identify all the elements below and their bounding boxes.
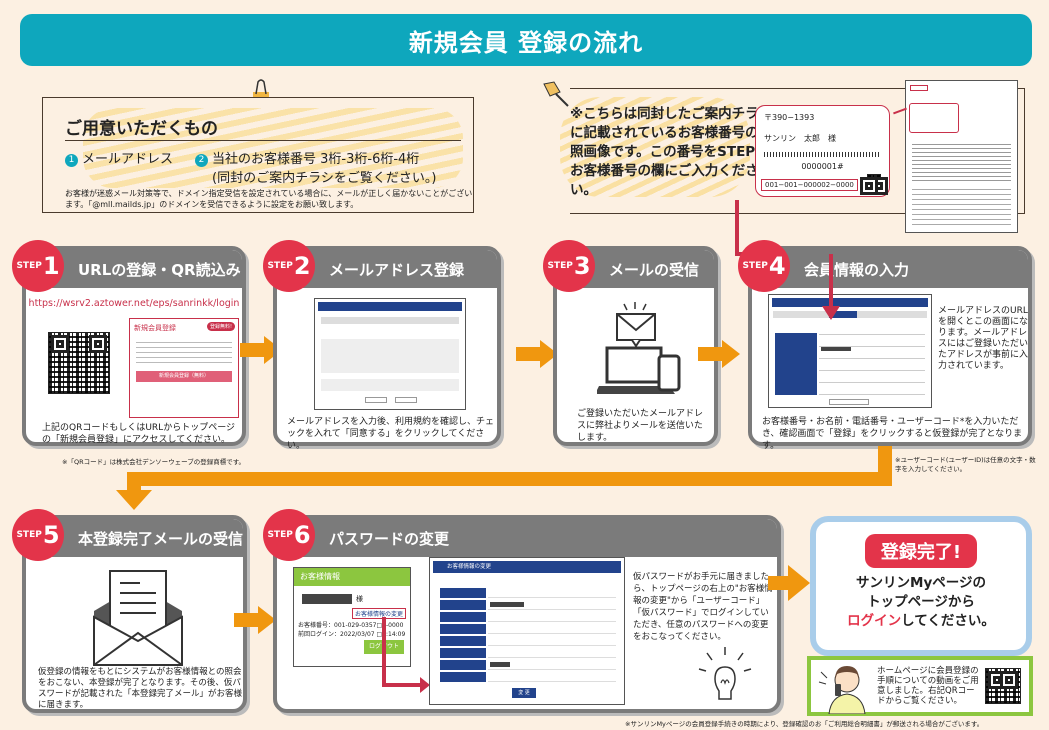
step-title: 会員情報の入力: [752, 250, 1028, 288]
step-caption: メールアドレスを入力後、利用規約を確認し、チェックを入れて「同意する」をクリック…: [287, 417, 495, 451]
qr-trademark-note: ※「QRコード」は株式会社デンソーウェーブの登録商標です。: [62, 458, 246, 466]
usercode-note: ※ユーザーコード(ユーザーID)は任意の文字・数字を入力してください。: [895, 456, 1036, 473]
step-title: パスワードの変更: [277, 519, 777, 557]
complete-line3: してください。: [901, 613, 995, 629]
bottom-note: ※サンリンMyページの会員登録手続きの時期により、登録確認のお「ご利用総合明細書…: [625, 720, 984, 728]
step-caption: 上記のQRコードもしくはURLからトップページの「新規会員登録」にアクセスしてく…: [42, 423, 236, 445]
signup-mock: 新規会員登録 登録無料! 新規会員登録（無料）: [129, 318, 239, 418]
change-submit-button[interactable]: 変 更: [512, 688, 536, 698]
step-caption: お客様番号・お名前・電話番号・ユーザーコード*を入力いただき、確認画面で「登録」…: [762, 417, 1023, 451]
step6-side-note: 仮パスワードがお手元に届きましたら、トップページの右上の"お客様情報の変更"から…: [633, 572, 773, 642]
lightbulb-icon: [697, 645, 753, 709]
member-form-mock: [768, 294, 932, 408]
step-caption: 仮登録の情報をもとにシステムがお客様情報との照会をおこない、本登録が完了となりま…: [38, 667, 243, 710]
step-4-card: 会員情報の入力 メールアドレスのURLを開くとこの画面になります。メールアドレス…: [748, 246, 1032, 451]
video-qr-code[interactable]: [985, 668, 1021, 704]
qr-code: [48, 332, 110, 394]
complete-badge: 登録完了!: [864, 534, 978, 568]
barcode: [764, 152, 881, 157]
video-guide-text: ホームページに会員登録の手順についての動画をご用意しました。右記QRコードからご…: [877, 666, 979, 706]
change-info-form-mock: お客様情報の変更 変 更: [429, 557, 625, 705]
reference-box: ※こちらは同封したご案内チラシに記載されているお客様番号の参照画像です。この番号…: [560, 88, 1025, 214]
ref-serial: 0000001#: [801, 162, 844, 171]
arrow-icon: [768, 565, 810, 601]
page-title: 新規会員 登録の流れ: [20, 14, 1032, 66]
qr-code: [860, 174, 888, 195]
complete-line2: トップページから: [867, 594, 975, 610]
customer-info-mock: お客様情報 様 お客様情報の変更 お客様番号：001-029-0357□5-00…: [293, 567, 411, 667]
arrow-icon: [234, 606, 276, 634]
step-caption: ご登録いただいたメールアドレスに弊社よりメールを送信いたします。: [577, 409, 704, 443]
step-title: メールアドレス登録: [277, 250, 497, 288]
envelope-letter-icon: [90, 567, 186, 671]
step-1-card: URLの登録・QR読込み https://wsrv2.aztower.net/e…: [22, 246, 246, 446]
login-url[interactable]: https://wsrv2.aztower.net/eps/sanrinkk/l…: [28, 298, 240, 309]
ref-name: サンリン 太郎 様: [764, 134, 836, 143]
video-guide-box: ホームページに会員登録の手順についての動画をご用意しました。右記QRコードからご…: [807, 656, 1033, 716]
ref-zip: 〒390−1393: [764, 113, 815, 122]
arrow-icon: [698, 340, 740, 368]
email-form-mock: [314, 298, 466, 410]
prepare-note: お客様が迷惑メール対策等で、ドメイン指定受信を設定されている場合に、メールが正し…: [65, 189, 473, 209]
person-with-phone-icon: [817, 662, 873, 717]
step4-side-note: メールアドレスのURLを開くとこの画面になります。メールアドレスにはご登録いただ…: [938, 306, 1029, 371]
step-3-card: メールの受信 ご登録いただいたメールアドレスに弊社よりメールを送信いたします。: [553, 246, 718, 446]
step-6-card: パスワードの変更 お客様情報 様 お客様情報の変更 お客様番号：001-029-…: [273, 515, 781, 713]
customer-info-header: お客様情報: [294, 568, 410, 586]
prepare-heading: ご用意いただくもの: [65, 119, 218, 139]
arrow-down-icon: [116, 490, 152, 510]
complete-line1: サンリンMyページの: [856, 575, 986, 591]
flyer-image: [905, 80, 1018, 233]
login-link[interactable]: ログイン: [847, 613, 902, 629]
pushpin-icon: [540, 78, 572, 112]
registration-complete-box: 登録完了! サンリンMyページのトップページからログインしてください。: [810, 516, 1032, 656]
reference-text: ※こちらは同封したご案内チラシに記載されているお客様番号の参照画像です。この番号…: [570, 106, 779, 198]
ref-customer-no: 001−001−000002−0000: [761, 179, 858, 191]
connector-line: [735, 200, 739, 255]
devices-mail-icon: [595, 300, 687, 404]
change-info-link[interactable]: お客様情報の変更: [351, 608, 406, 619]
reference-card: 〒390−1393 サンリン 太郎 様 0000001# 001−001−000…: [755, 105, 890, 197]
